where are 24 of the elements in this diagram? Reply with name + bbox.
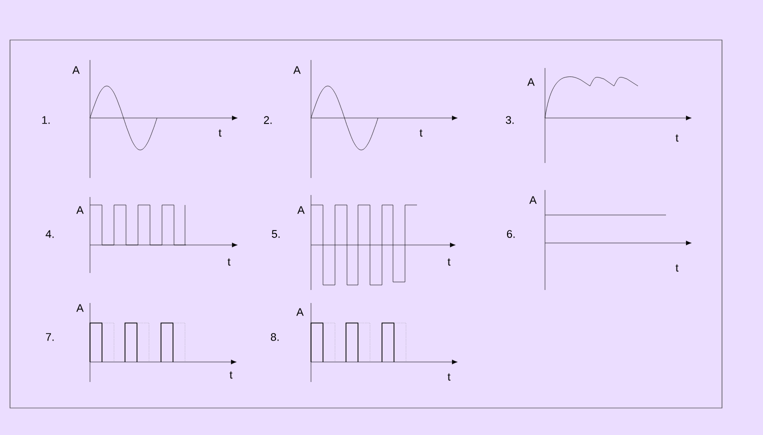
panel-number: 7. <box>46 333 54 341</box>
axis-label: A <box>76 304 84 312</box>
axis-label: t <box>448 373 450 381</box>
axis-label: A <box>297 206 305 214</box>
axis-label: t <box>676 134 678 142</box>
axis-label: t <box>228 258 230 266</box>
panel-number: 5. <box>272 230 280 238</box>
panel-number: 2. <box>264 116 272 124</box>
axis-label: t <box>218 129 222 137</box>
axis-label: t <box>676 264 678 272</box>
axis-label: t <box>448 258 450 266</box>
axis-label: A <box>72 66 80 74</box>
panel-number: 3. <box>506 116 514 124</box>
axis-label: A <box>527 78 535 86</box>
axis-label: t <box>420 129 422 137</box>
axis-label: A <box>293 66 301 74</box>
axis-label: A <box>76 206 84 214</box>
axis-label: A <box>296 308 304 316</box>
axis-label: t <box>230 371 232 379</box>
panel-number: 8. <box>270 333 279 341</box>
panel-number: 4. <box>46 230 54 238</box>
axis-label: A <box>529 196 537 204</box>
panel-number: 6. <box>506 230 515 238</box>
panel-number: 1. <box>42 116 50 124</box>
